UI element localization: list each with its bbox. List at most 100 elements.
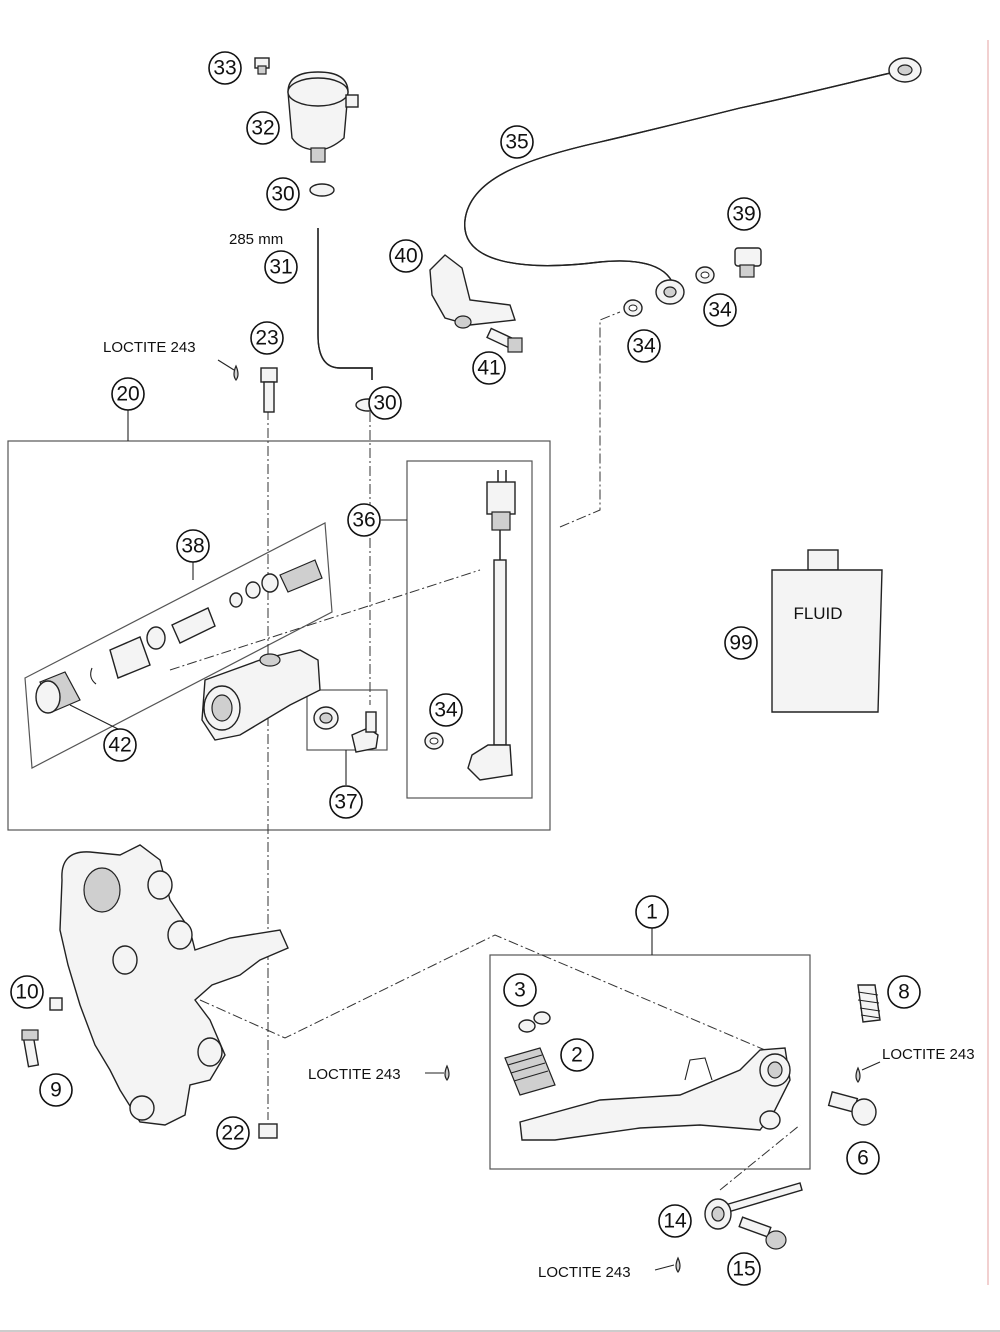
callout-30b: 30 — [368, 386, 402, 420]
screw-33-drawing — [254, 57, 270, 75]
callout-32: 32 — [246, 111, 280, 145]
callout-99: 99 — [724, 626, 758, 660]
svg-text:34: 34 — [434, 699, 458, 722]
callout-35: 35 — [500, 125, 534, 159]
callout-39: 39 — [727, 197, 761, 231]
callout-42: 42 — [103, 728, 137, 762]
svg-text:39: 39 — [732, 203, 755, 226]
bolt-23-drawing — [260, 367, 278, 413]
svg-text:36: 36 — [352, 509, 375, 532]
svg-text:34: 34 — [708, 299, 732, 322]
svg-text:32: 32 — [251, 117, 274, 140]
brake-pedal-drawing — [519, 1047, 791, 1141]
callout-1: 1 — [635, 895, 669, 929]
callout-41: 41 — [472, 351, 506, 385]
hose-length-label: 285 mm — [229, 231, 283, 248]
svg-text:31: 31 — [269, 256, 292, 279]
callout-9: 9 — [39, 1073, 73, 1107]
svg-text:22: 22 — [221, 1122, 244, 1145]
nut-22-drawing — [258, 1123, 278, 1139]
screw-9-drawing — [21, 1029, 40, 1068]
svg-text:3: 3 — [514, 979, 526, 1002]
callout-10: 10 — [10, 975, 44, 1009]
callout-22: 22 — [216, 1116, 250, 1150]
brake-pedal-group-box — [489, 954, 811, 1170]
loctite-drop-3 — [444, 1064, 450, 1081]
callout-15: 15 — [727, 1252, 761, 1286]
bolt-15-drawing — [738, 1216, 787, 1250]
loctite-drop-15 — [675, 1256, 681, 1273]
svg-text:8: 8 — [898, 981, 910, 1004]
callout-37: 37 — [329, 785, 363, 819]
callout-8: 8 — [887, 975, 921, 1009]
loctite-label-15: LOCTITE 243 — [538, 1264, 631, 1281]
svg-text:10: 10 — [15, 981, 38, 1004]
callout-20: 20 — [111, 377, 145, 411]
reservoir-32-drawing — [287, 71, 359, 163]
washer-34b-hole — [628, 304, 638, 312]
banjo-upper-hole — [897, 64, 913, 76]
svg-text:30: 30 — [271, 183, 294, 206]
banjo-bolt-39-drawing — [734, 247, 762, 278]
screw-3b-drawing — [533, 1011, 551, 1025]
loctite-drop-23 — [233, 364, 239, 381]
washer-34a-hole — [700, 271, 710, 279]
fluid-label: FLUID — [793, 604, 842, 623]
brake-line-35-outline — [464, 71, 896, 291]
spring-8-drawing — [857, 984, 881, 1023]
svg-text:30: 30 — [373, 392, 396, 415]
connector-kit-group-box — [306, 689, 388, 751]
callout-34a: 34 — [703, 293, 737, 327]
svg-text:40: 40 — [394, 245, 417, 268]
connector-kit-37-drawing — [313, 706, 379, 753]
loctite-label-3: LOCTITE 243 — [308, 1066, 401, 1083]
line-guide-40-drawing — [429, 254, 516, 329]
fluid-bottle-99-drawing — [771, 549, 883, 713]
svg-text:37: 37 — [334, 791, 357, 814]
svg-text:15: 15 — [732, 1258, 755, 1281]
svg-text:14: 14 — [663, 1210, 687, 1233]
callout-33: 33 — [208, 51, 242, 85]
master-cylinder-group-box — [7, 440, 551, 831]
svg-text:9: 9 — [50, 1079, 62, 1102]
leader-loctite-23 — [217, 359, 235, 371]
callout-23: 23 — [250, 321, 284, 355]
brake-line-35-drawing — [464, 71, 896, 291]
hose-31-drawing — [317, 228, 373, 380]
brake-light-switch-36-drawing — [467, 470, 516, 781]
loctite-drop-6 — [855, 1066, 861, 1083]
svg-text:35: 35 — [505, 131, 528, 154]
brake-light-switch-group-box — [406, 460, 533, 799]
piston-kit-38-drawing — [35, 559, 323, 714]
callout-31: 31 — [264, 250, 298, 284]
callout-2: 2 — [560, 1038, 594, 1072]
svg-text:41: 41 — [477, 357, 500, 380]
master-cylinder-body-drawing — [201, 649, 321, 741]
step-plate-2-drawing — [504, 1047, 556, 1096]
pivot-bolt-6-drawing — [827, 1091, 877, 1126]
callout-40: 40 — [389, 239, 423, 273]
svg-text:20: 20 — [116, 383, 139, 406]
svg-text:1: 1 — [646, 901, 658, 924]
nut-10-drawing — [49, 997, 63, 1011]
callout-38: 38 — [176, 529, 210, 563]
axis-line-switch — [169, 569, 481, 671]
footrest-bracket-drawing — [59, 844, 289, 1126]
callout-30a: 30 — [266, 177, 300, 211]
svg-text:34: 34 — [632, 335, 656, 358]
callout-34b: 34 — [627, 329, 661, 363]
svg-text:38: 38 — [181, 535, 204, 558]
callout-14: 14 — [658, 1204, 692, 1238]
banjo-lower-hole — [663, 286, 677, 298]
axis-line-pushrod — [719, 1124, 801, 1191]
svg-text:2: 2 — [571, 1044, 583, 1067]
screw-41-drawing — [486, 327, 523, 353]
piston-kit-group-box — [24, 522, 333, 769]
svg-text:99: 99 — [729, 632, 752, 655]
leader-loctite-15 — [654, 1264, 675, 1271]
push-rod-14-drawing — [704, 1182, 803, 1230]
loctite-label-23: LOCTITE 243 — [103, 339, 196, 356]
screw-3a-drawing — [518, 1019, 536, 1033]
svg-text:23: 23 — [255, 327, 278, 350]
